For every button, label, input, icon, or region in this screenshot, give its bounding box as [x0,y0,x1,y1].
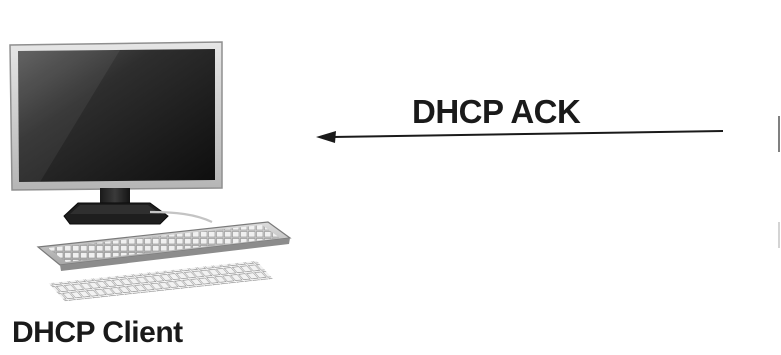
keyboard [36,221,292,302]
client-label: DHCP Client [12,316,183,349]
arrow-shaft [331,130,724,138]
dhcp-ack-arrow [316,130,724,143]
monitor-stand-neck [100,188,130,206]
message-label: DHCP ACK [412,93,581,130]
arrow-head [316,131,336,143]
keyboard-cable [149,210,213,223]
monitor [9,41,223,191]
monitor-screen [18,49,215,182]
desktop-computer-icon [9,41,292,302]
